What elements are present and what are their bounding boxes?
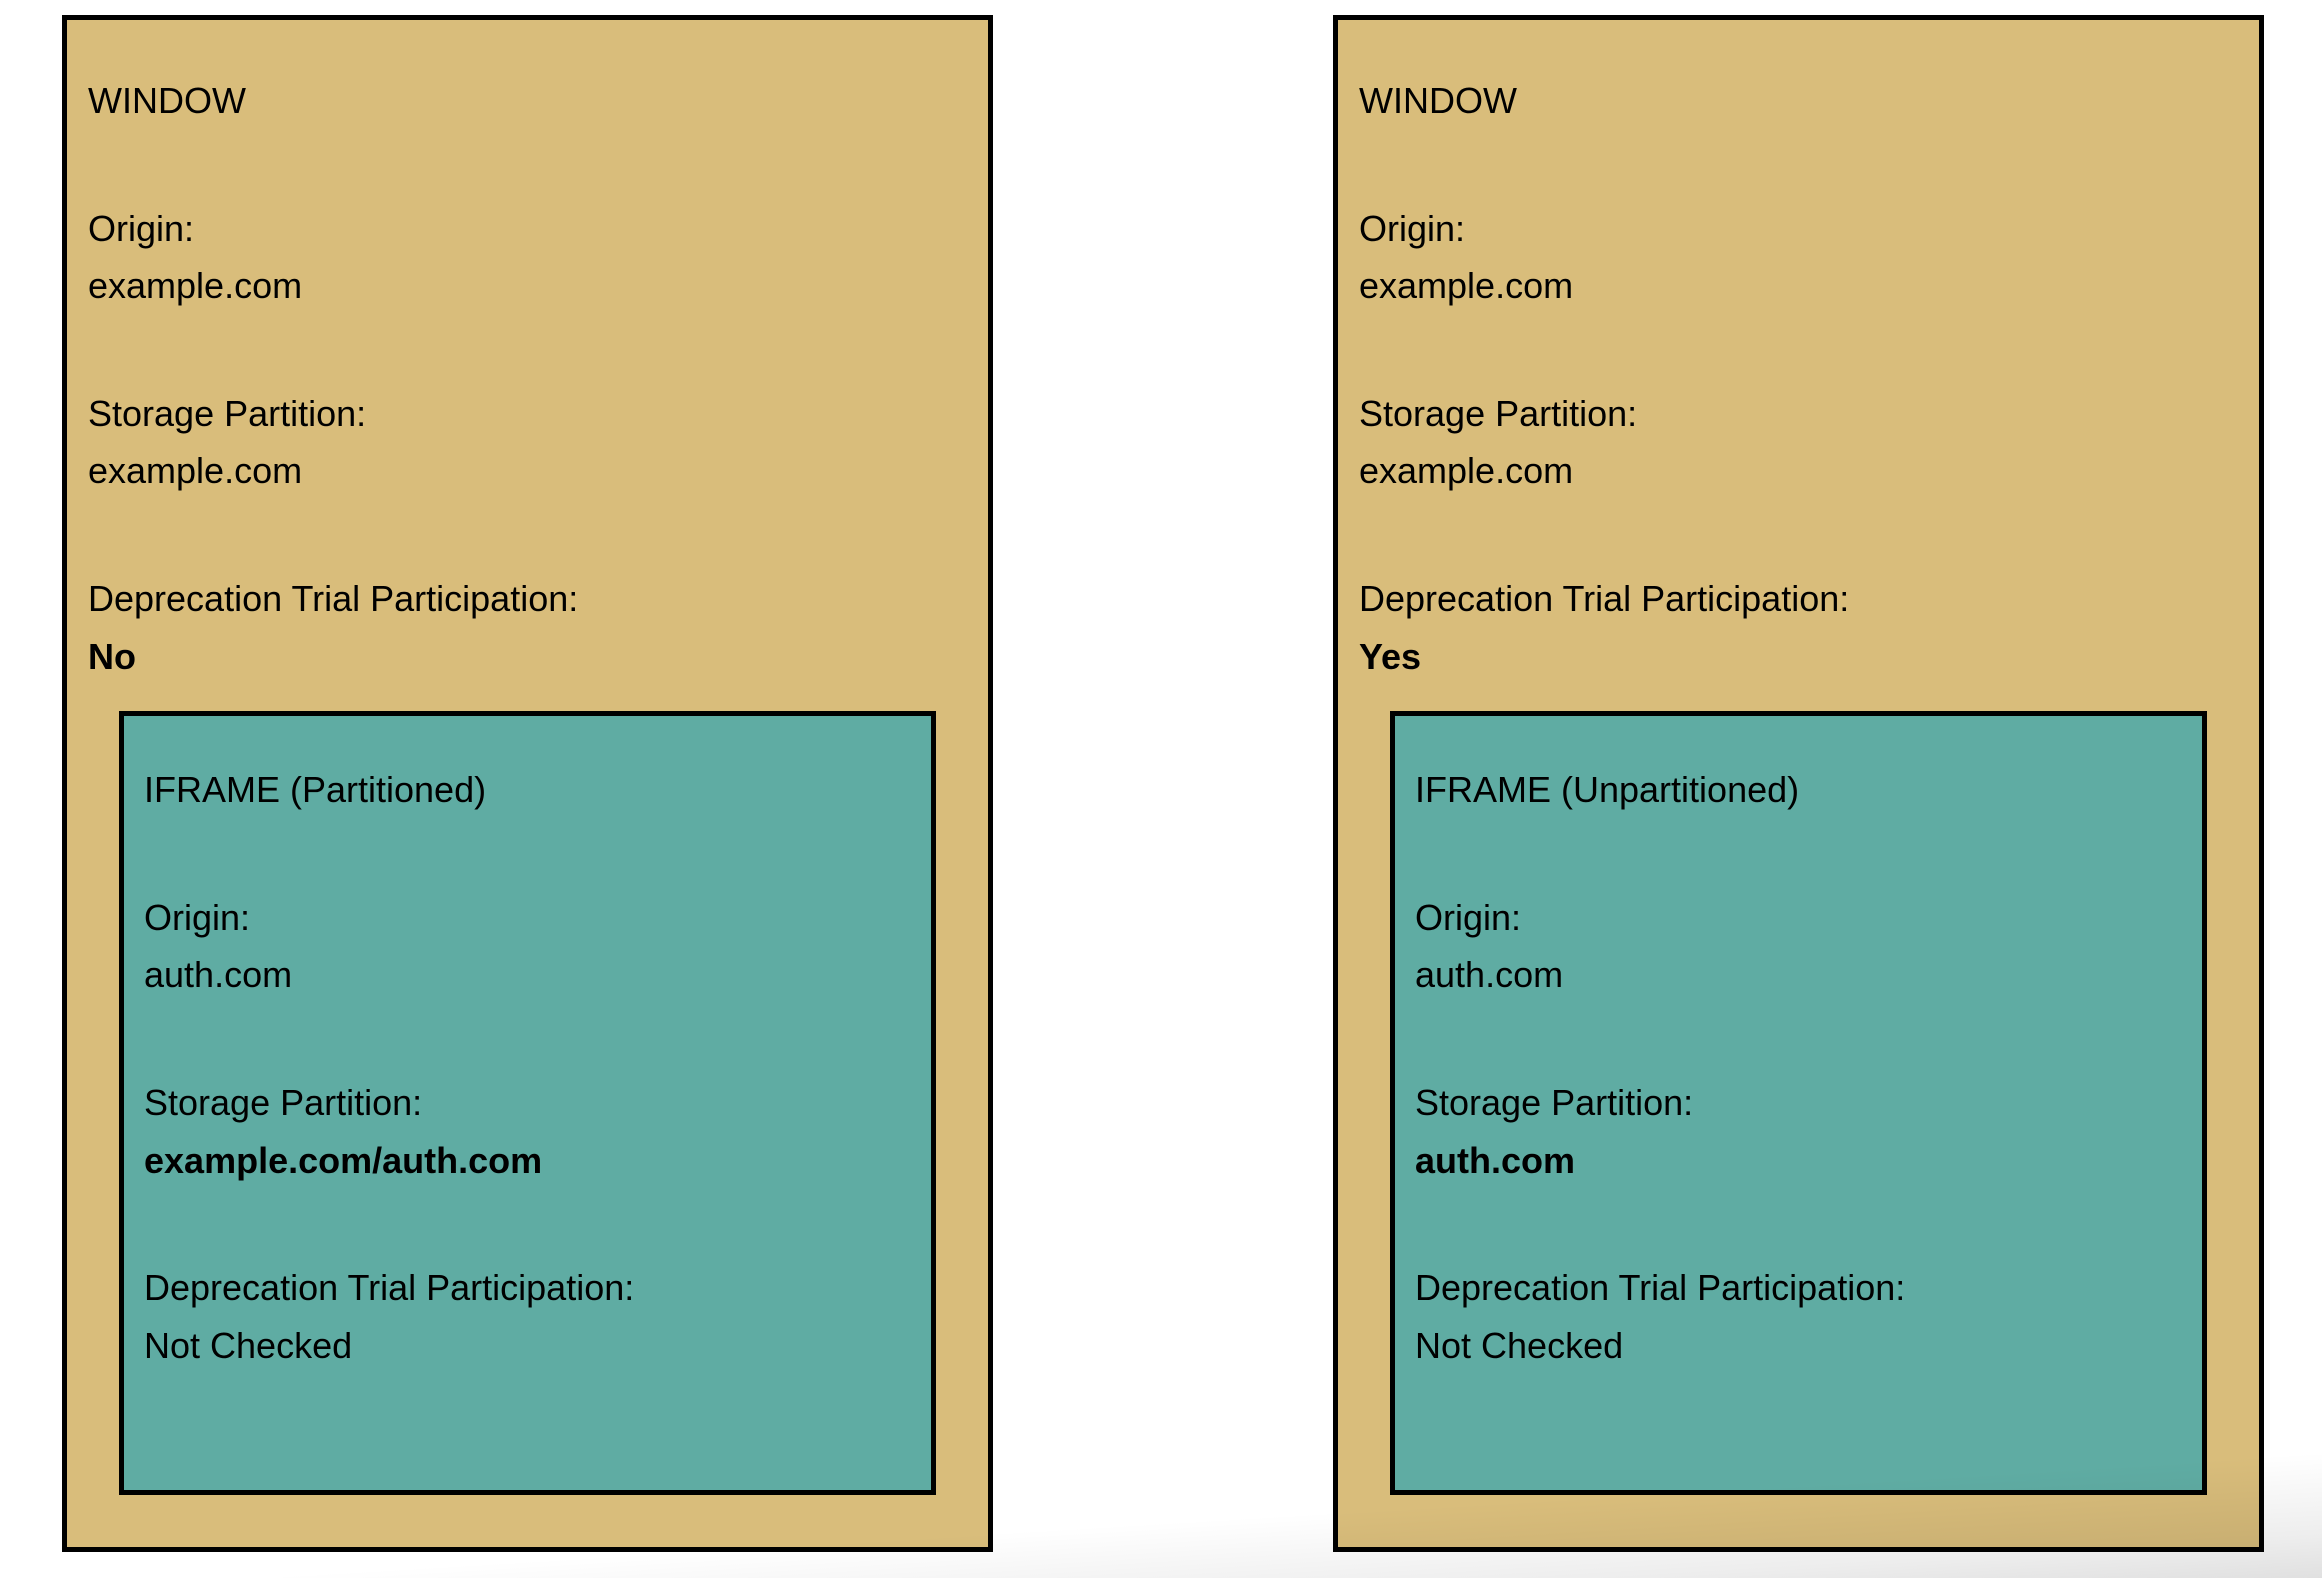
- origin-label: Origin:: [1359, 207, 1466, 249]
- storage-partition-field: Storage Partition: example.com: [1359, 385, 2238, 500]
- storage-partition-field: Storage Partition: example.com: [88, 385, 967, 500]
- iframe-storage-partition-field: Storage Partition: auth.com: [1415, 1074, 2182, 1189]
- origin-value: example.com: [1359, 265, 1574, 307]
- deprecation-trial-field: Deprecation Trial Participation: No: [88, 570, 967, 685]
- iframe-storage-partition-field: Storage Partition: example.com/auth.com: [144, 1074, 911, 1189]
- origin-label: Origin:: [88, 207, 195, 249]
- origin-value: example.com: [88, 265, 303, 307]
- storage-partition-label: Storage Partition:: [1359, 392, 1638, 434]
- iframe-storage-partition-value: example.com/auth.com: [144, 1139, 543, 1181]
- deprecation-trial-value: Yes: [1359, 635, 1422, 677]
- iframe-deprecation-trial-label: Deprecation Trial Participation:: [144, 1267, 635, 1309]
- deprecation-trial-value: No: [88, 635, 136, 677]
- iframe-origin-field: Origin: auth.com: [144, 889, 911, 1004]
- iframe-deprecation-trial-label: Deprecation Trial Participation:: [1415, 1267, 1906, 1309]
- iframe-deprecation-trial-field: Deprecation Trial Participation: Not Che…: [144, 1259, 911, 1374]
- iframe-deprecation-trial-field: Deprecation Trial Participation: Not Che…: [1415, 1259, 2182, 1374]
- iframe-deprecation-trial-value: Not Checked: [1415, 1324, 1624, 1366]
- storage-partition-value: example.com: [1359, 450, 1574, 492]
- deprecation-trial-label: Deprecation Trial Participation:: [1359, 577, 1850, 619]
- deprecation-trial-label: Deprecation Trial Participation:: [88, 577, 579, 619]
- window-box-unpartitioned: WINDOW Origin: example.com Storage Parti…: [1333, 15, 2264, 1552]
- iframe-storage-partition-value: auth.com: [1415, 1139, 1576, 1181]
- iframe-title: IFRAME (Unpartitioned): [1415, 769, 1800, 811]
- iframe-box-unpartitioned: IFRAME (Unpartitioned) Origin: auth.com …: [1390, 711, 2207, 1495]
- iframe-origin-label: Origin:: [144, 896, 251, 938]
- iframe-origin-field: Origin: auth.com: [1415, 889, 2182, 1004]
- iframe-deprecation-trial-value: Not Checked: [144, 1324, 353, 1366]
- origin-field: Origin: example.com: [88, 200, 967, 315]
- iframe-origin-value: auth.com: [1415, 954, 1564, 996]
- storage-partition-value: example.com: [88, 450, 303, 492]
- iframe-storage-partition-label: Storage Partition:: [1415, 1081, 1694, 1123]
- iframe-box-partitioned: IFRAME (Partitioned) Origin: auth.com St…: [119, 711, 936, 1495]
- window-box-partitioned: WINDOW Origin: example.com Storage Parti…: [62, 15, 993, 1552]
- window-title: WINDOW: [88, 80, 246, 121]
- deprecation-trial-field: Deprecation Trial Participation: Yes: [1359, 570, 2238, 685]
- iframe-origin-value: auth.com: [144, 954, 293, 996]
- iframe-title: IFRAME (Partitioned): [144, 769, 487, 811]
- storage-partition-label: Storage Partition:: [88, 392, 367, 434]
- origin-field: Origin: example.com: [1359, 200, 2238, 315]
- window-title: WINDOW: [1359, 80, 1517, 121]
- iframe-origin-label: Origin:: [1415, 896, 1522, 938]
- iframe-storage-partition-label: Storage Partition:: [144, 1081, 423, 1123]
